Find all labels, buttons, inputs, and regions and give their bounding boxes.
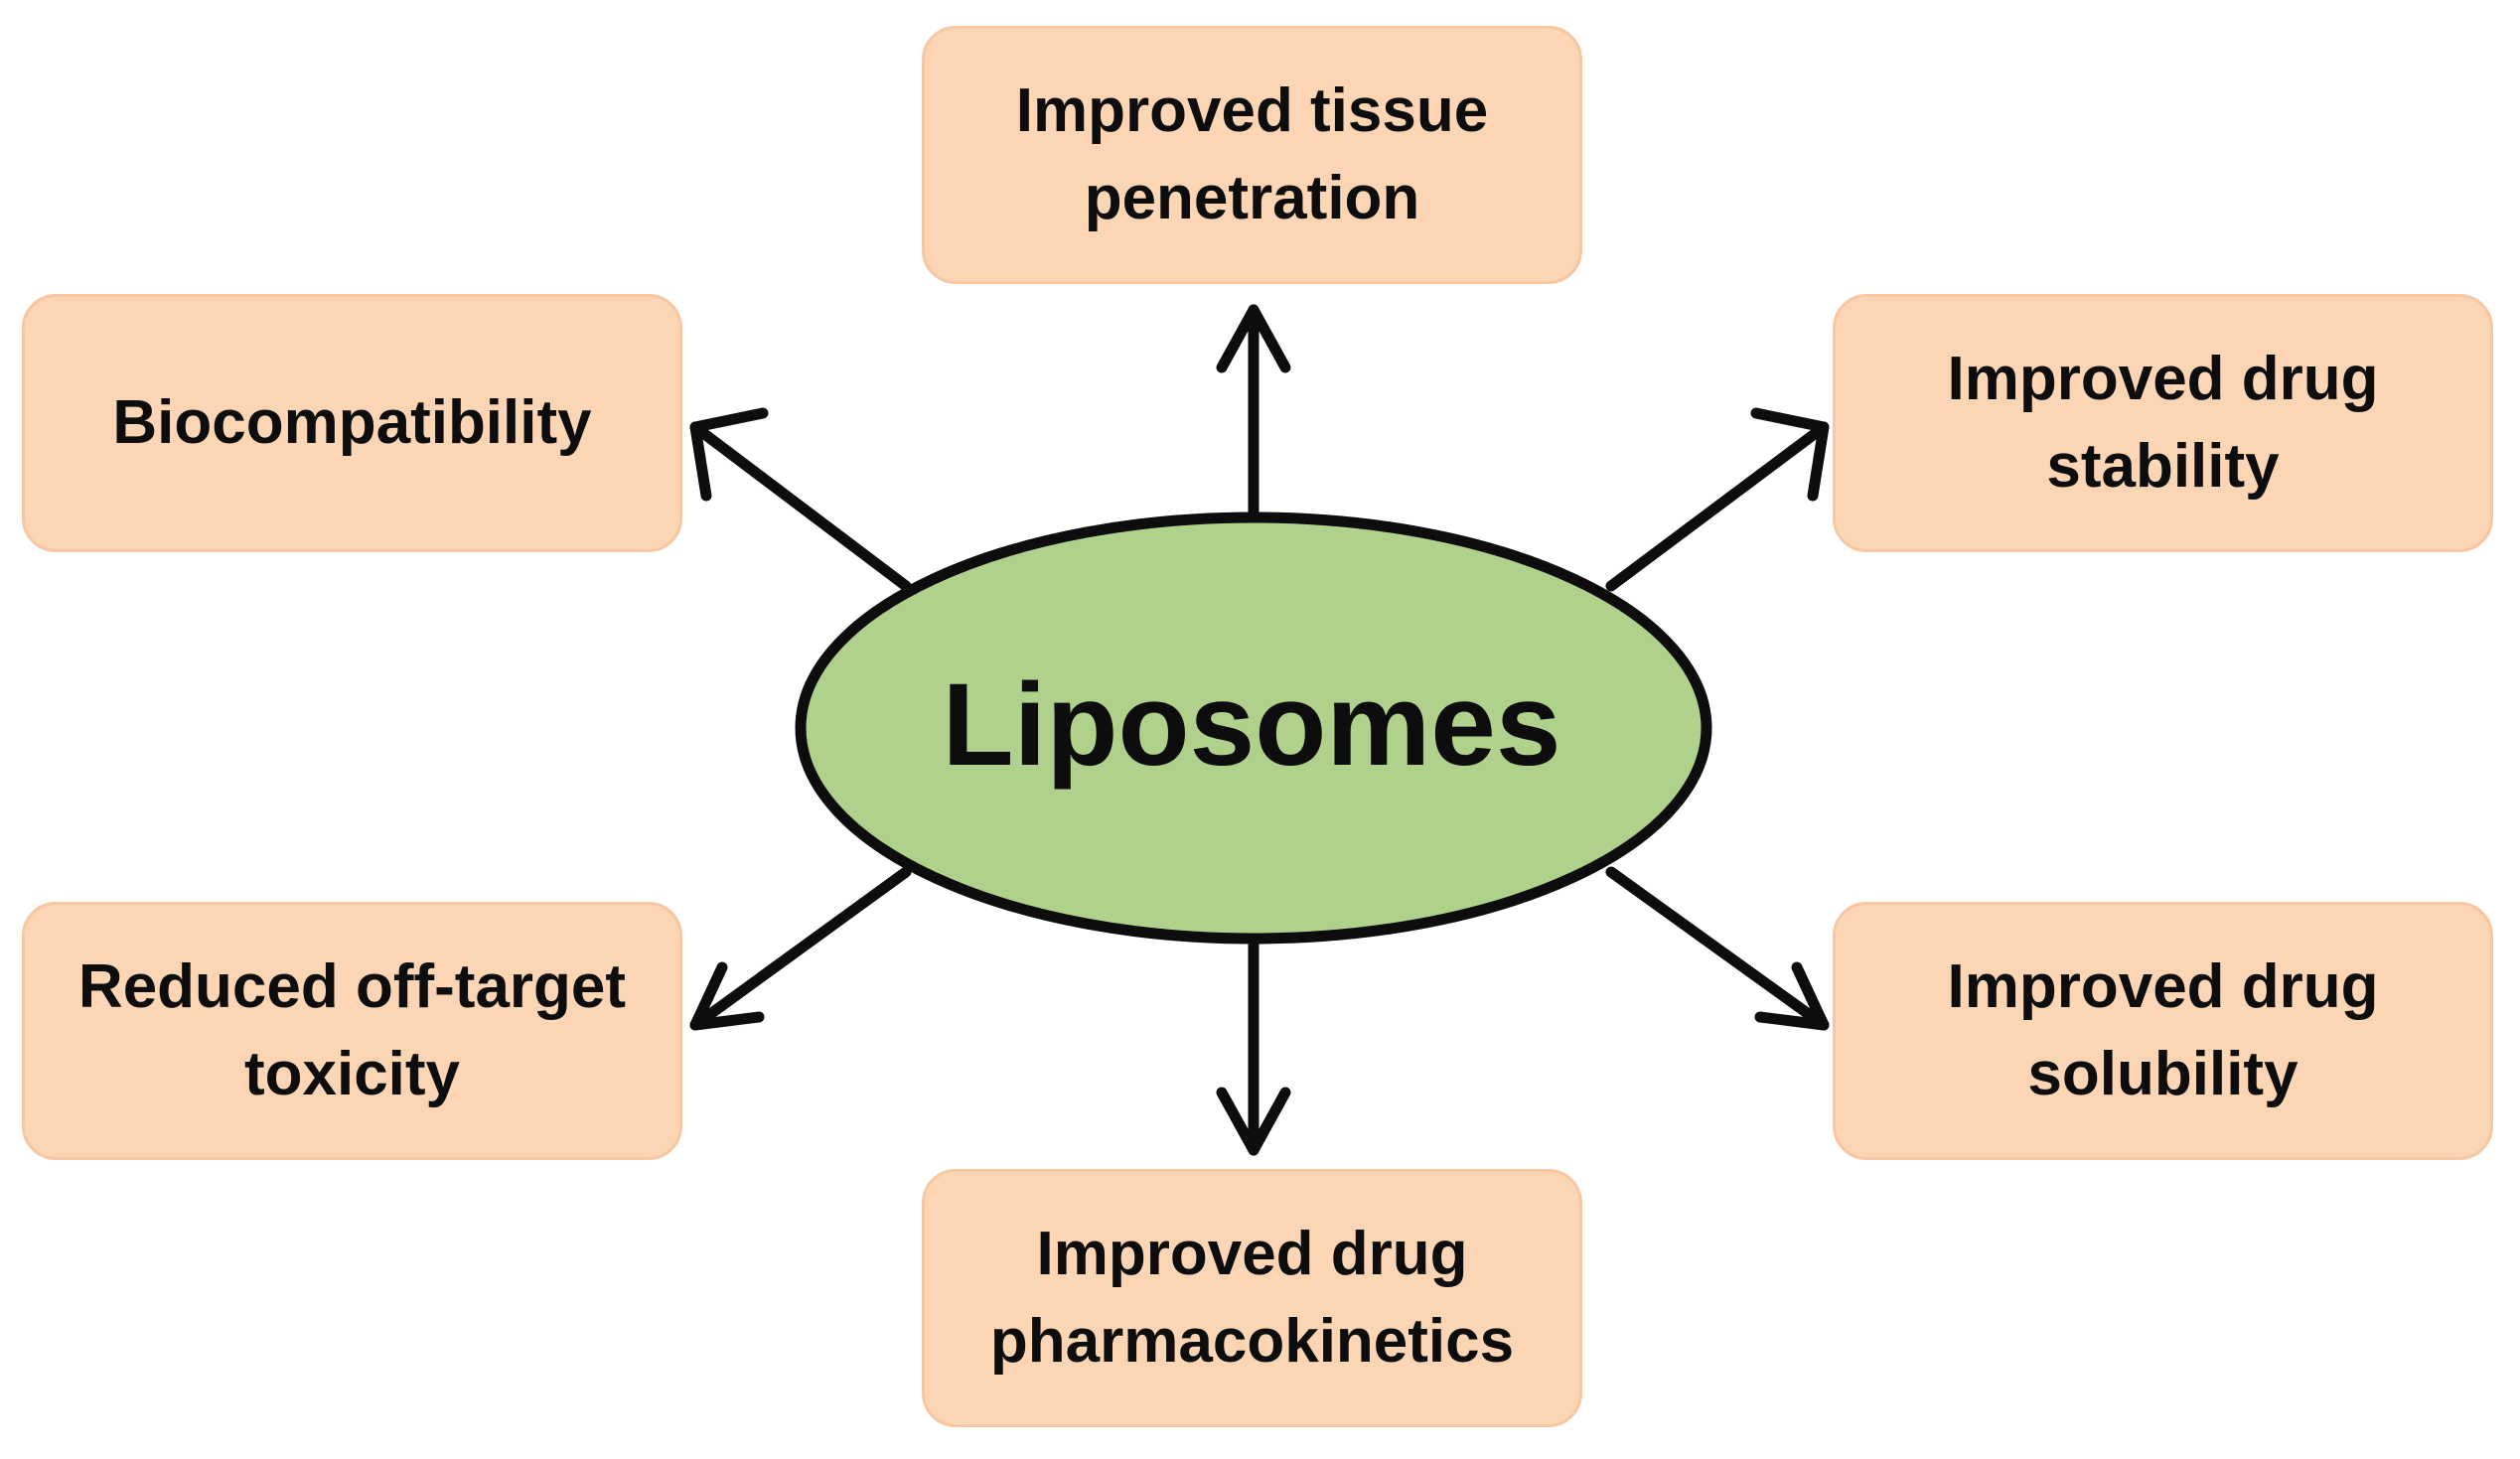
arrow-to-upper-left xyxy=(689,407,912,592)
arrow-to-lower-left xyxy=(689,866,912,1031)
benefit-label: Improved drug solubility xyxy=(1947,951,2379,1108)
benefit-label: Improved tissue penetration xyxy=(1015,75,1489,232)
center-ellipse xyxy=(795,511,1712,945)
arrow-to-top xyxy=(1216,304,1291,522)
arrow-to-lower-right xyxy=(1605,866,1830,1031)
benefit-box-pharmacokinetics: Improved drug pharmacokinetics xyxy=(922,1169,1582,1427)
arrow-to-bottom xyxy=(1216,938,1291,1156)
arrow-to-upper-right xyxy=(1605,407,1830,592)
benefit-box-tissue-penetration: Improved tissue penetration xyxy=(922,26,1582,284)
benefit-label: Biocompatibility xyxy=(112,387,592,457)
benefit-label: Improved drug pharmacokinetics xyxy=(989,1219,1515,1376)
benefit-box-drug-stability: Improved drug stability xyxy=(1833,294,2493,552)
benefit-box-drug-solubility: Improved drug solubility xyxy=(1833,902,2493,1160)
benefit-label: Reduced off-target toxicity xyxy=(77,951,627,1108)
benefit-box-biocompatibility: Biocompatibility xyxy=(22,294,682,552)
center-label: Liposomes xyxy=(942,659,1561,791)
benefit-label: Improved drug stability xyxy=(1947,344,2379,501)
benefit-box-off-target-toxicity: Reduced off-target toxicity xyxy=(22,902,682,1160)
